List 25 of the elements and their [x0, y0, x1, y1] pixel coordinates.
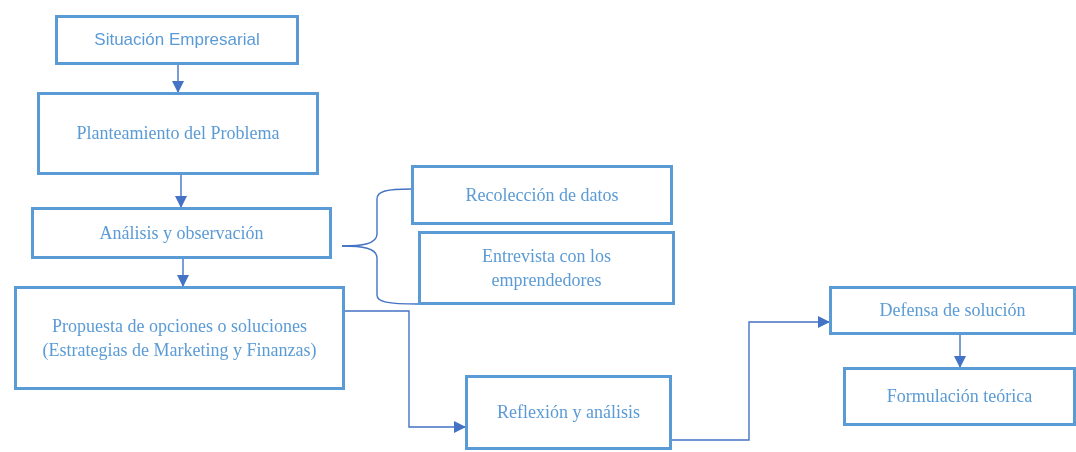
process-box — [31, 207, 332, 259]
arrow — [175, 174, 187, 208]
box-text: Defensa de solución — [879, 299, 1026, 323]
process-box — [411, 165, 673, 225]
box-text: Propuesta de opciones o soluciones (Estrategias de Marketing y Finanzas) — [41, 314, 318, 362]
arrow — [177, 258, 189, 287]
arrow — [172, 64, 184, 93]
process-box — [843, 367, 1076, 426]
process-box — [55, 15, 299, 65]
process-box — [829, 286, 1076, 335]
box-text: Situación Empresarial — [94, 28, 260, 51]
process-box — [14, 286, 345, 390]
brace-connector — [341, 245, 419, 305]
process-box — [37, 92, 319, 175]
arrow — [344, 310, 466, 433]
box-text: Planteamiento del Problema — [76, 122, 280, 146]
box-text: Recolección de datos — [465, 183, 619, 207]
box-text: Entrevista con los emprendedores — [481, 244, 612, 292]
box-text: Formulación teórica — [886, 385, 1033, 409]
process-box — [465, 375, 672, 450]
box-text: Análisis y observación — [99, 221, 264, 245]
process-box — [418, 231, 675, 305]
arrow — [954, 334, 966, 368]
arrow — [671, 316, 830, 441]
box-text: Reflexión y análisis — [497, 401, 640, 425]
